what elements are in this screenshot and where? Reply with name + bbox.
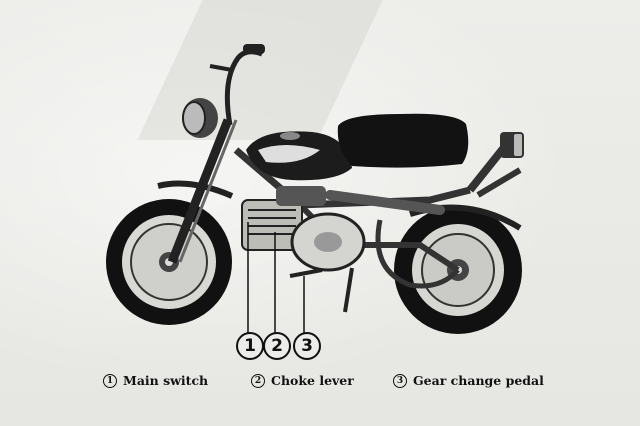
fuel-tank — [246, 131, 352, 181]
headlight — [182, 98, 218, 138]
callout-choke-lever: 2 — [263, 332, 291, 360]
legend-item-gear-change-pedal: 3 Gear change pedal — [393, 373, 544, 388]
legend-number: 2 — [251, 373, 265, 388]
front-fork — [167, 118, 238, 264]
exhaust-pipe — [325, 190, 445, 215]
gear-pedal — [289, 268, 323, 278]
callout-gear-change-pedal: 3 — [293, 332, 321, 360]
legend-item-main-switch: 1 Main switch — [103, 373, 208, 388]
legend-number: 3 — [393, 373, 407, 388]
tail-light — [500, 132, 524, 158]
engine — [241, 186, 366, 272]
legend-label: Gear change pedal — [413, 373, 544, 388]
seat — [337, 113, 469, 168]
callout-leader-lines — [247, 222, 305, 334]
handlebars — [209, 44, 265, 126]
legend-item-choke-lever: 2 Choke lever — [251, 373, 354, 388]
kickstand — [343, 267, 354, 313]
front-wheel — [106, 199, 232, 325]
callout-main-switch: 1 — [236, 332, 264, 360]
caption-legend: 1 Main switch 2 Choke lever 3 Gear chang… — [0, 373, 640, 393]
front-fender — [157, 180, 234, 199]
legend-label: Main switch — [123, 373, 209, 388]
legend-label: Choke lever — [271, 373, 354, 388]
legend-number: 1 — [103, 373, 117, 388]
